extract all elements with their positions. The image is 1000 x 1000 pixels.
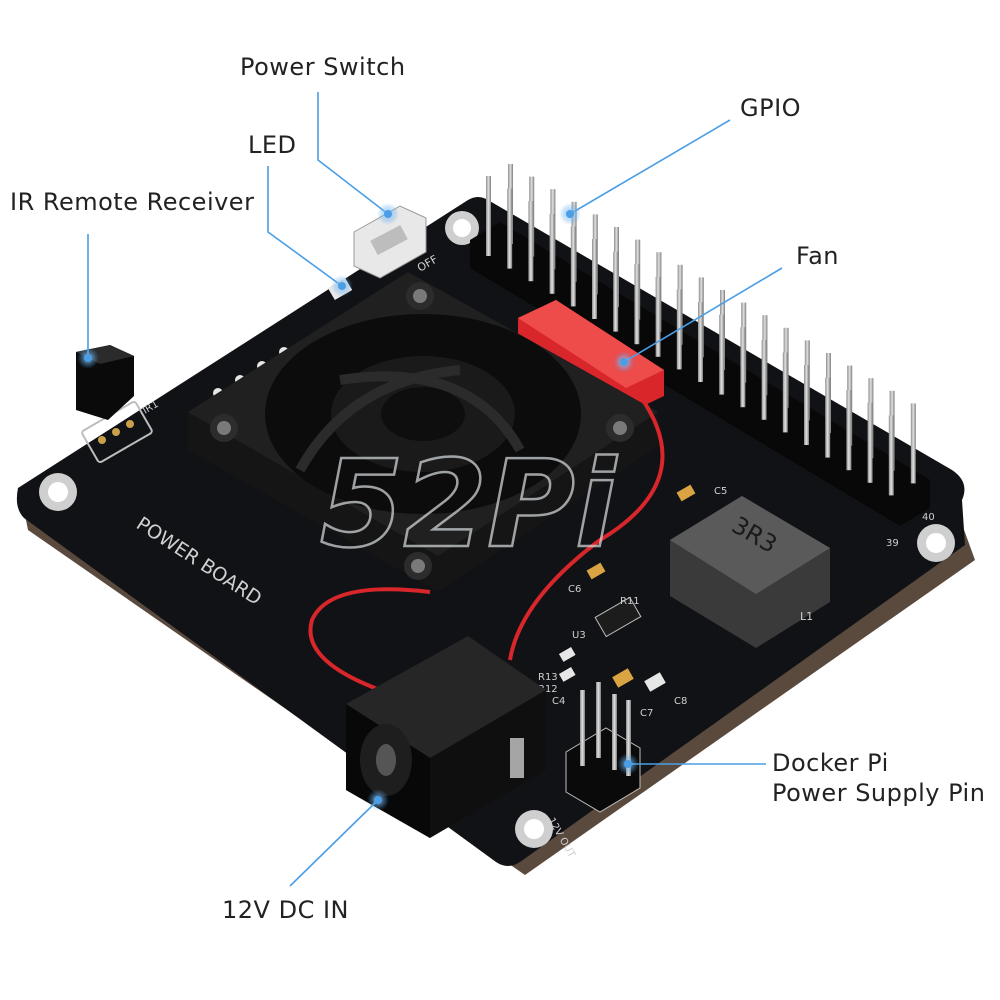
pin-39-label: 39 — [886, 538, 899, 549]
u3-label: U3 — [572, 630, 586, 641]
l1-silkscreen: L1 — [800, 610, 813, 623]
cooling-fan — [188, 272, 658, 592]
callout-fan — [623, 267, 783, 363]
docker-pi-header — [565, 682, 641, 813]
fan-wire-red-2 — [308, 587, 431, 692]
c5-label: C5 — [714, 486, 727, 497]
callout-dc — [289, 799, 379, 887]
gpio-pin — [655, 276, 661, 357]
gpio-pin — [507, 188, 513, 269]
gpio-pin — [846, 390, 852, 471]
gpio-pin — [698, 302, 703, 382]
gpio-pin — [634, 264, 640, 345]
callout-led — [267, 166, 343, 287]
gpio-pin — [592, 239, 597, 319]
gpio-pin — [910, 403, 916, 484]
gpio-pin — [570, 226, 576, 307]
pin-40-label: 40 — [922, 512, 935, 523]
label-gpio: GPIO — [740, 94, 802, 122]
gpio-pin — [528, 201, 534, 282]
gpio-pin — [549, 213, 555, 294]
c8-label: C8 — [674, 696, 687, 707]
gpio-pin — [740, 327, 746, 408]
label-docker-pi-power: Docker Pi Power Supply Pin — [772, 748, 985, 808]
gpio-pin — [867, 402, 873, 483]
callout-lines — [87, 92, 783, 887]
label-docker-line2: Power Supply Pin — [772, 779, 986, 807]
smd-components — [558, 484, 696, 692]
c7-label: C7 — [640, 708, 653, 719]
callout-power-switch — [317, 92, 389, 215]
r13-label: R13 — [538, 672, 558, 683]
label-led: LED — [248, 131, 297, 159]
label-12v-dc-in: 12V DC IN — [222, 896, 349, 924]
callout-markers — [77, 203, 639, 811]
gpio-pin — [782, 352, 788, 433]
gpio-pin — [719, 314, 725, 395]
r11-label: R11 — [620, 596, 640, 607]
gpio-pin — [613, 251, 619, 332]
dc-jack — [346, 636, 546, 838]
fan-wire-red — [508, 394, 665, 661]
c4-label: C4 — [552, 696, 565, 707]
c6-label: C6 — [568, 584, 581, 595]
inductor: 3R3 L1 — [670, 496, 830, 648]
label-docker-line1: Docker Pi — [772, 749, 889, 777]
label-ir-remote-receiver: IR Remote Receiver — [10, 188, 255, 216]
gpio-pin — [486, 176, 491, 256]
mounting-holes — [39, 211, 955, 848]
gpio-pin — [825, 377, 831, 458]
callout-gpio — [569, 119, 731, 215]
label-power-switch: Power Switch — [240, 53, 406, 81]
gpio-pin — [761, 339, 767, 420]
r12-label: R12 — [538, 684, 558, 695]
label-fan: Fan — [796, 242, 840, 270]
watermark-logo: 52Pi — [320, 436, 618, 575]
gpio-pin — [888, 415, 894, 496]
gpio-pin — [804, 365, 809, 445]
